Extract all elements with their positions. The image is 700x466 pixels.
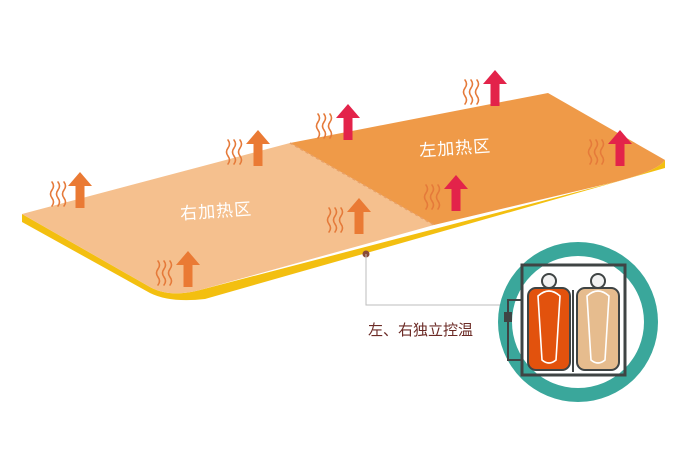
heat-wave-icon (423, 184, 429, 210)
heat-wave-icon (225, 139, 231, 165)
right-zone-surface (22, 143, 434, 294)
heat-wave-icon (332, 207, 338, 233)
heat-wave-icon (327, 113, 333, 139)
heat-up-arrow-icon (483, 70, 507, 106)
heat-wave-icon (599, 139, 605, 165)
heat-up-arrow-icon (444, 175, 468, 211)
heat-wave-icon (55, 181, 61, 207)
left-zone-surface (290, 93, 665, 225)
heat-up-arrow-icon (608, 130, 632, 166)
zone-divider (289, 142, 435, 226)
heat-wave-icon (161, 260, 167, 286)
heat-up-arrow-icon (246, 130, 270, 166)
heat-wave-icon (61, 181, 67, 207)
left-zone-label: 左加热区 (418, 136, 492, 162)
heat-wave-icon (468, 79, 474, 105)
heat-wave-icon (321, 113, 327, 139)
heat-wave-icon (326, 207, 332, 233)
heat-wave-icon (474, 79, 480, 105)
heat-wave-icon (167, 260, 173, 286)
heat-up-arrow-icon (347, 198, 371, 234)
heat-wave-icon (587, 139, 593, 165)
heat-wave-icon (435, 184, 441, 210)
heat-wave-icon (237, 139, 243, 165)
heat-up-arrow-icon (68, 172, 92, 208)
heat-wave-icon (49, 181, 55, 207)
two-person-bed-diagram (498, 242, 658, 402)
heat-up-arrow-icon (336, 104, 360, 140)
right-zone-label: 右加热区 (179, 199, 253, 225)
heat-up-arrow-icon (176, 251, 200, 287)
callout-line (365, 254, 510, 306)
heat-wave-icon (155, 260, 161, 286)
heat-wave-icon (338, 207, 344, 233)
callout-text: 左、右独立控温 (368, 321, 474, 339)
heat-wave-icon (462, 79, 468, 105)
heat-wave-icon (429, 184, 435, 210)
heat-wave-icon (231, 139, 237, 165)
heat-wave-icon (593, 139, 599, 165)
heat-wave-icon (315, 113, 321, 139)
